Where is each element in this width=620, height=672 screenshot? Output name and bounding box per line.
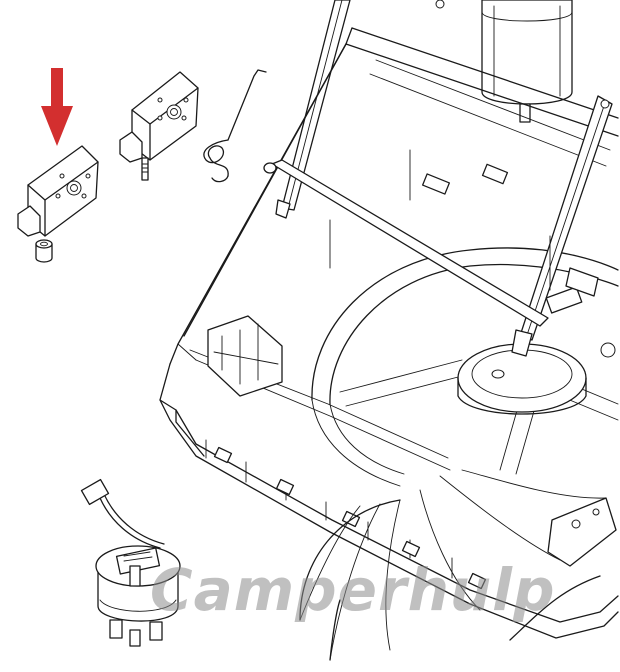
housing-frame	[159, 27, 619, 639]
torsion-spring-part	[203, 69, 267, 183]
cross-rod-part	[263, 159, 549, 327]
bushing-part	[35, 239, 53, 263]
housing-detail-parts	[329, 149, 617, 567]
motor-housing-top	[435, 0, 573, 123]
fan-blades-part	[299, 469, 607, 661]
gear-motor-part	[80, 478, 181, 647]
bracket-part-b	[119, 71, 199, 181]
drive-arm-part	[511, 95, 616, 358]
down-arrow-icon	[41, 68, 73, 146]
center-hub	[339, 343, 619, 475]
bracket-part-a	[17, 145, 99, 237]
